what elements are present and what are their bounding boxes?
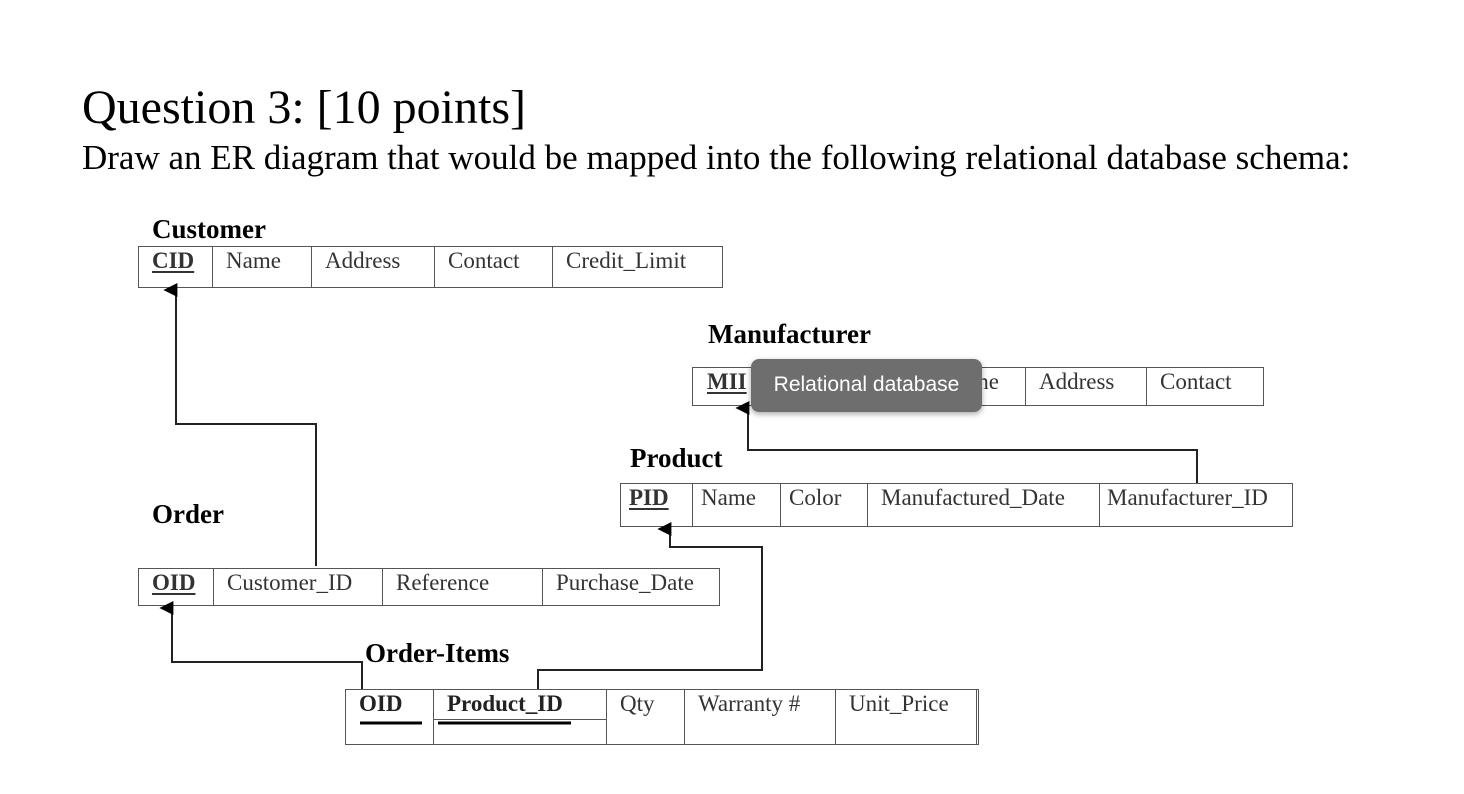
manufacturer-table-name: Manufacturer <box>708 319 871 349</box>
order-customer-link <box>163 283 317 566</box>
order-table-name: Order <box>152 499 224 529</box>
product-col-name: Name <box>693 484 781 526</box>
question-text: Draw an ER diagram that would be mapped … <box>82 138 1351 177</box>
product-manufacturer-link <box>735 401 1198 483</box>
customer-col-cid: CID <box>139 247 213 287</box>
order-col-reference: Reference <box>383 569 543 605</box>
order-col-customer-id: Customer_ID <box>214 569 383 605</box>
product-col-manufactured-date: Manufactured_Date <box>868 484 1100 526</box>
order-table: OID Customer_ID Reference Purchase_Date <box>138 568 720 606</box>
manufacturer-col-contact: Contact <box>1160 369 1232 394</box>
product-table: PID Name Color Manufactured_Date Manufac… <box>620 483 1293 527</box>
manufacturer-col-name: he <box>759 368 1026 405</box>
order-items-col-qty: Qty <box>607 690 685 744</box>
product-col-pid: PID <box>621 484 693 526</box>
product-table-name: Product <box>630 443 723 473</box>
customer-table: CID Name Address Contact Credit_Limit <box>138 246 723 288</box>
customer-table-name: Customer <box>152 214 266 244</box>
product-col-color: Color <box>781 484 868 526</box>
customer-col-credit-limit: Credit_Limit <box>566 248 687 273</box>
manufacturer-col-mid: MII <box>693 368 759 405</box>
manufacturer-col-address: Address <box>1026 368 1147 405</box>
order-items-col-oid: OID <box>346 690 434 744</box>
customer-col-name: Name <box>213 247 312 287</box>
order-items-col-product-id: Product_ID <box>434 690 607 744</box>
order-items-col-oid-label: OID <box>359 691 403 716</box>
customer-col-contact: Contact <box>435 247 553 287</box>
customer-col-address: Address <box>312 247 435 287</box>
order-items-col-unit-price: Unit_Price <box>836 690 977 744</box>
order-col-oid: OID <box>139 569 214 605</box>
order-items-col-warranty: Warranty # <box>685 690 836 744</box>
relational-database-tooltip: Relational database <box>751 359 982 412</box>
order-items-col-product-id-label: Product_ID <box>447 691 563 716</box>
product-col-manufacturer-id: Manufacturer_ID <box>1107 485 1268 510</box>
question-title: Question 3: [10 points] <box>82 81 526 134</box>
order-items-table-name: Order-Items <box>365 638 510 668</box>
orderitems-order-link <box>159 601 363 689</box>
orderitems-product-link <box>537 522 763 689</box>
order-col-purchase-date: Purchase_Date <box>556 570 694 595</box>
order-items-table: OID Product_ID Qty Warranty # Unit_Price <box>345 689 979 745</box>
